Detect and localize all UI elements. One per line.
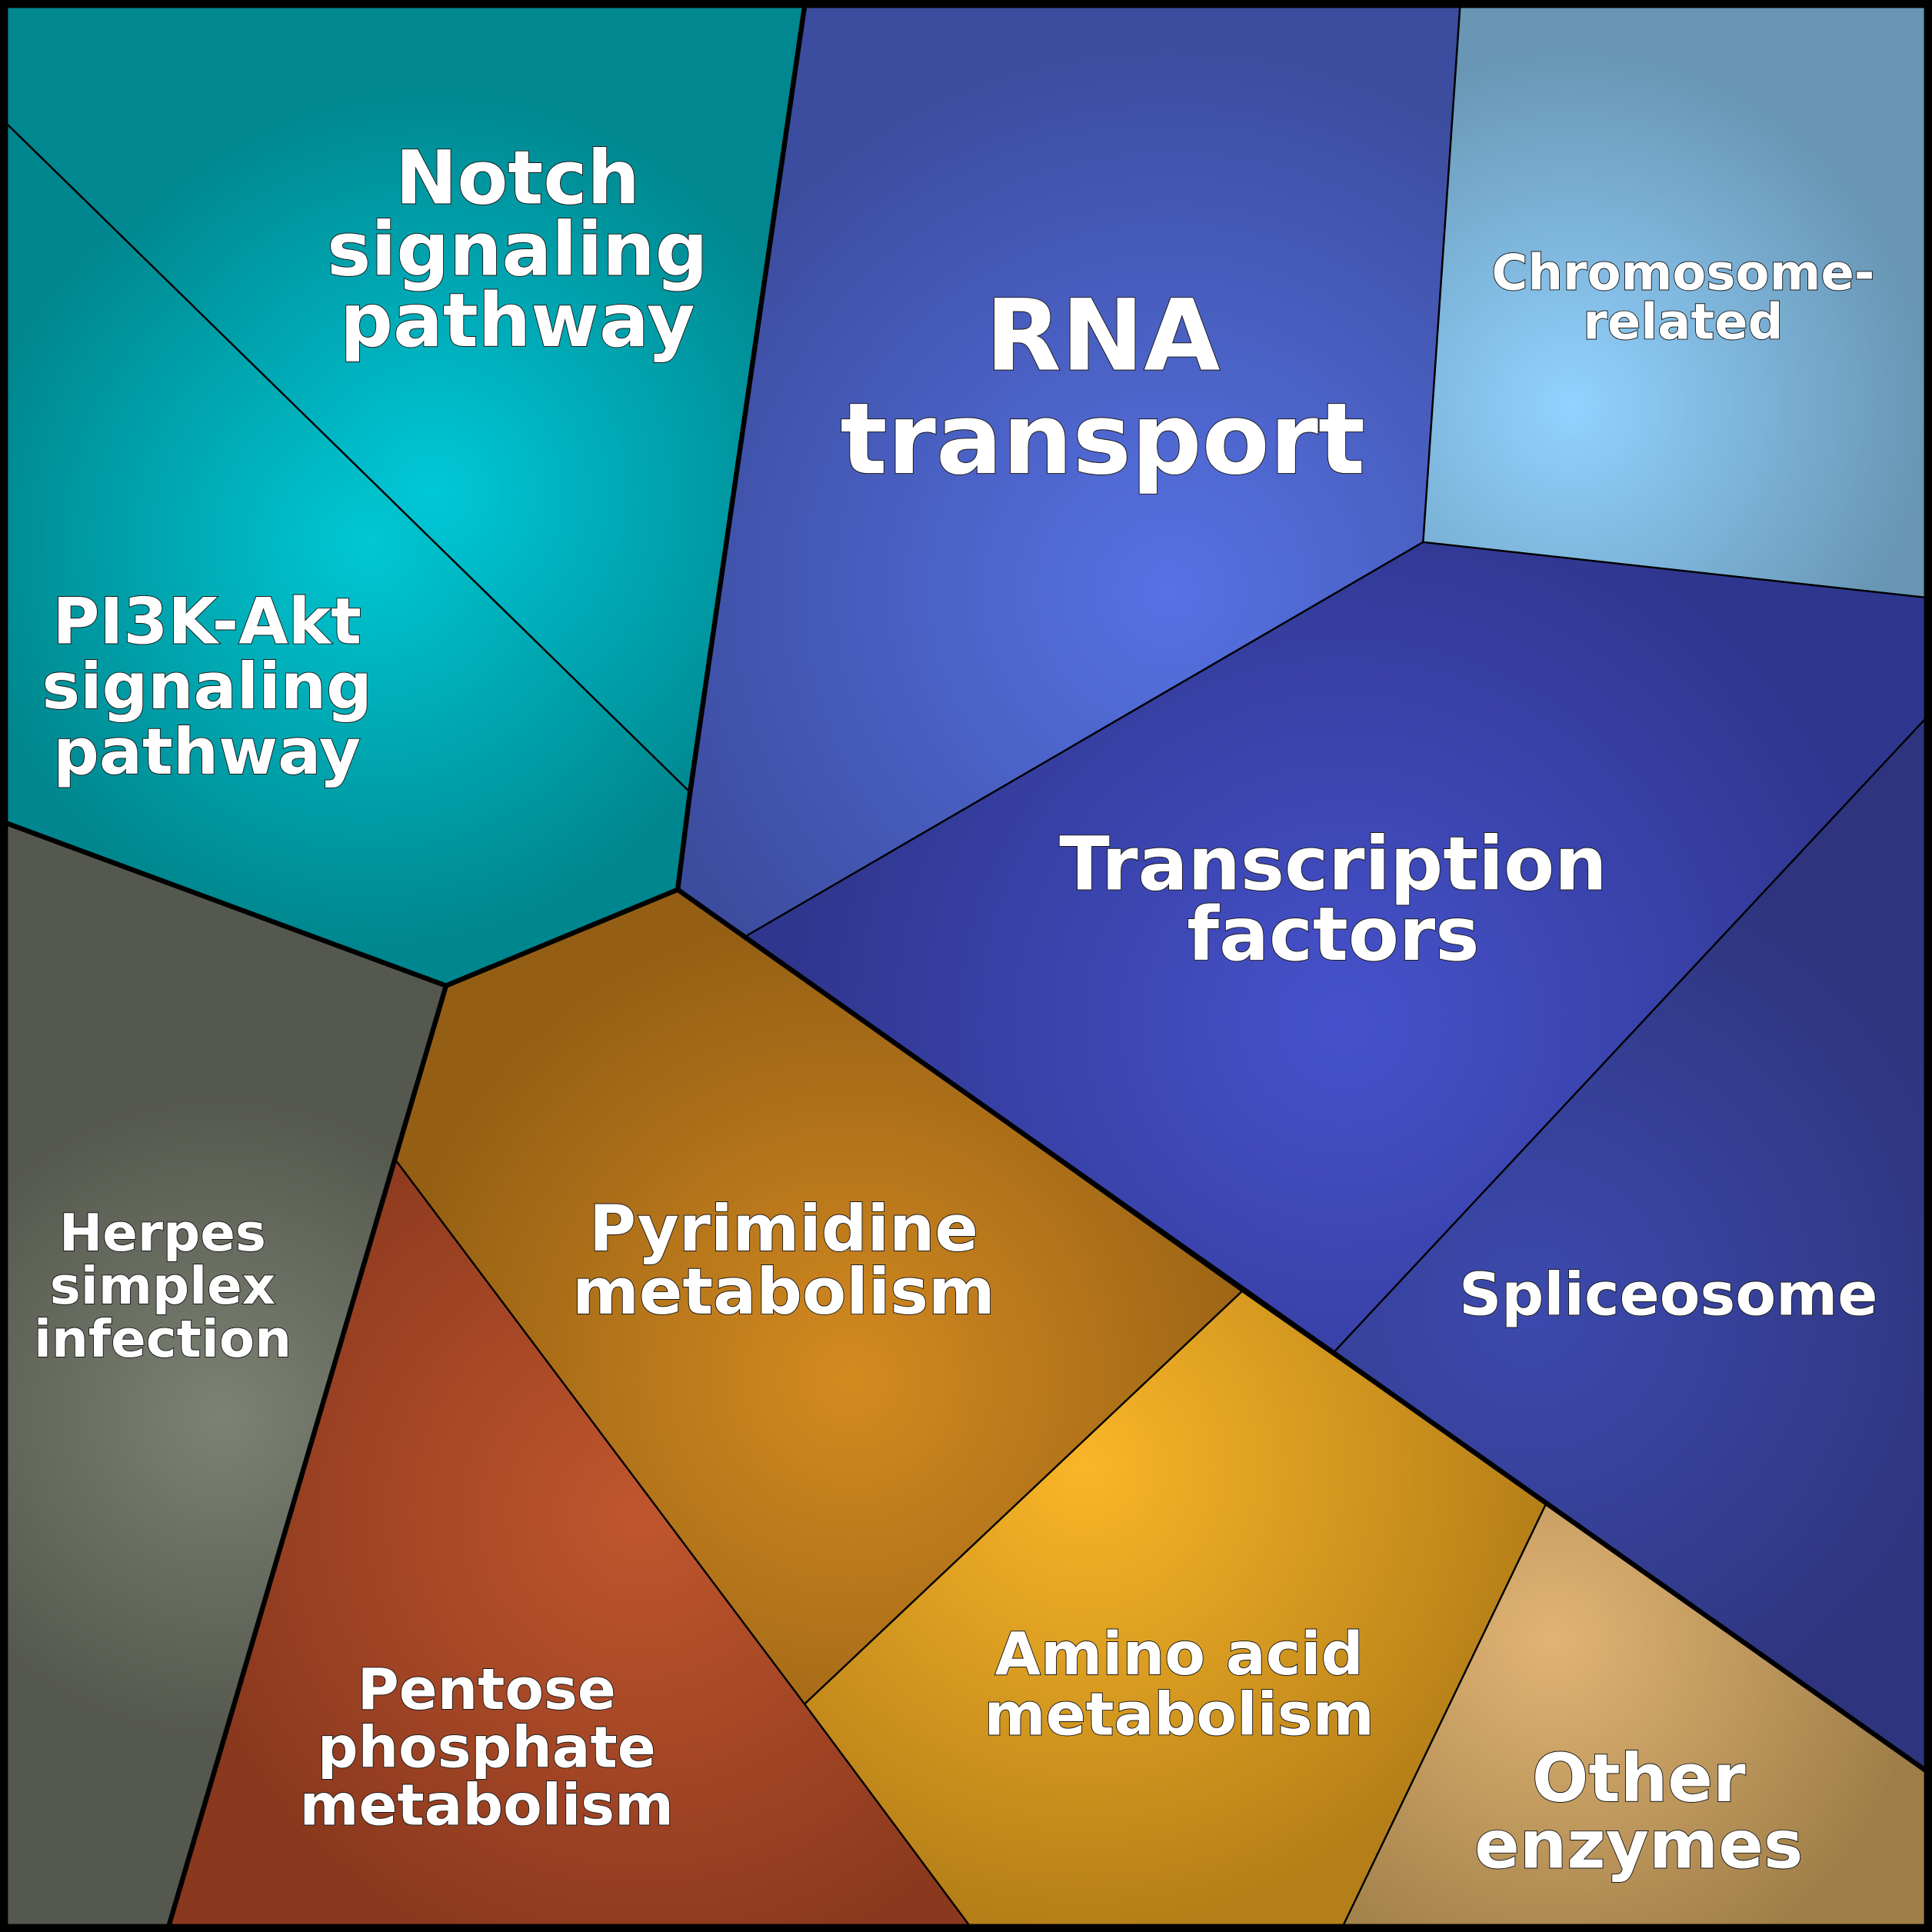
label-line: Other [1532,1740,1746,1817]
label-line: pathway [53,715,361,789]
label-line: Spliceosome [1459,1261,1877,1329]
label-line: metabolism [300,1774,674,1839]
label-spliceosome: Spliceosome [1459,1261,1877,1329]
label-line: factors [1187,891,1479,978]
label-line: transport [840,382,1365,497]
label-line: metabolism [572,1254,995,1329]
label-line: infection [34,1309,291,1369]
group-border [166,984,449,1927]
label-line: simplex [50,1256,275,1316]
label-line: PI3K-Akt [52,584,361,658]
label-line: Notch [395,135,640,221]
label-line: RNA [985,279,1220,394]
label-line: Amino acid [995,1621,1364,1689]
label-line: metabolism [984,1681,1374,1750]
label-line: signaling [42,649,371,724]
label-line: Pyrimidine [589,1191,978,1266]
label-line: Chromosome- [1491,245,1874,301]
label-line: related [1583,295,1783,351]
group-border [676,888,1927,1773]
label-line: pathway [340,278,695,364]
label-line: Pentose [358,1657,616,1723]
label-chromosome: Chromosome-related [1491,245,1874,351]
label-line: enzymes [1474,1807,1803,1884]
label-line: Herpes [59,1203,266,1263]
label-line: signaling [327,206,708,292]
label-line: Transcription [1059,821,1607,908]
label-line: phosphate [318,1715,656,1780]
